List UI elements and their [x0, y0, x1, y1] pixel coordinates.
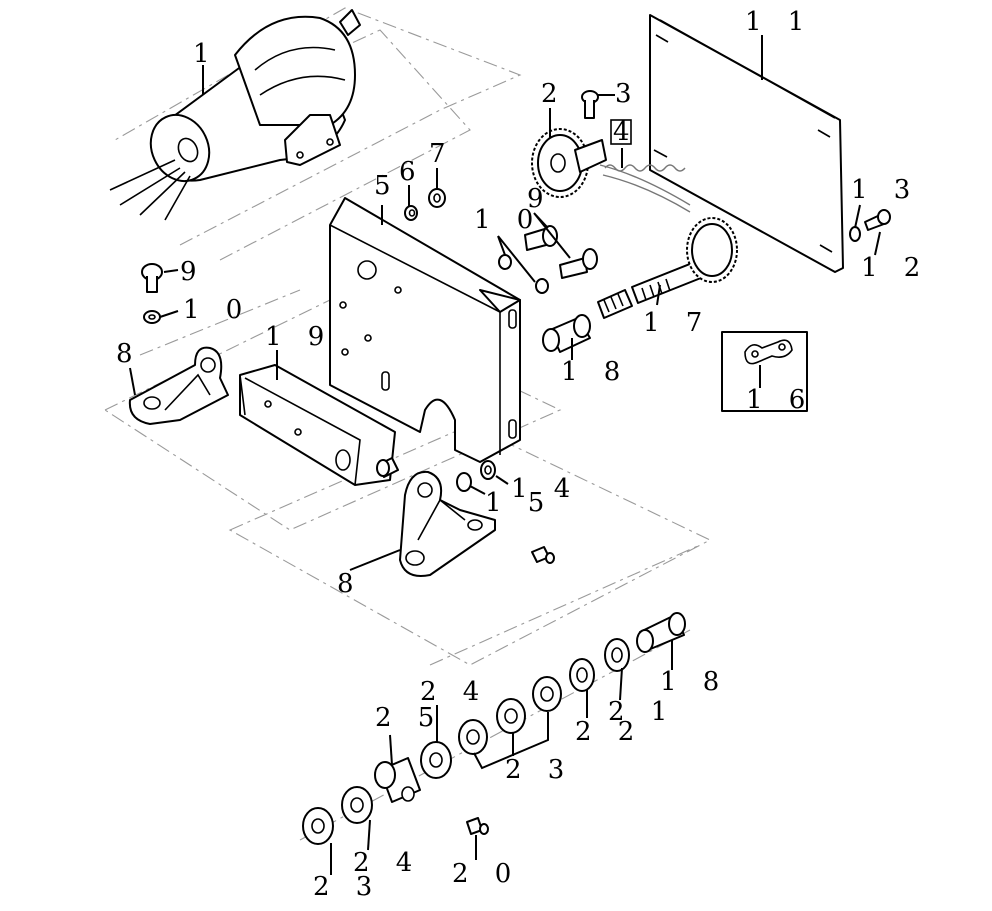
- bushing-part-18-lower: [636, 612, 686, 653]
- gear-part-2: [531, 128, 607, 198]
- callout-9-left: 9: [180, 257, 206, 287]
- washer-part-10-left: [143, 310, 161, 324]
- chain-link-inset-16: [721, 331, 808, 412]
- callout-9-upper: 9: [527, 184, 553, 214]
- grease-fitting-part-20: [466, 817, 489, 835]
- callout-18-upper: 1 8: [561, 357, 629, 387]
- callout-23-upper: 2 3: [505, 755, 573, 785]
- nut-part-23-c: [458, 719, 488, 755]
- callout-10-left: 1 0: [183, 295, 251, 325]
- callout-23-lower: 2 3: [313, 872, 381, 902]
- callout-21: 2 1: [608, 697, 676, 727]
- shaft-part-17: [597, 217, 738, 319]
- washer-part-22: [569, 658, 595, 692]
- callout-20: 2 0: [452, 859, 520, 889]
- bolt-part-3: [581, 90, 599, 119]
- callout-3: 3: [615, 79, 641, 109]
- washer-part-21: [604, 638, 630, 672]
- callout-10-upper: 1 0: [474, 205, 542, 235]
- callout-4-box: [610, 119, 632, 145]
- spacer-part-24-upper: [420, 741, 452, 779]
- sleeve-part-25: [374, 757, 421, 803]
- callout-11: 1 1: [745, 7, 813, 37]
- callout-25: 2 5: [375, 703, 443, 733]
- callout-17: 1 7: [643, 308, 711, 338]
- bracket-part-8-left: [128, 346, 229, 425]
- bracket-part-8-lower: [399, 470, 496, 577]
- motor-part-1: [109, 9, 361, 221]
- callout-18-lower: 1 8: [660, 667, 728, 697]
- bushing-part-18-upper: [542, 314, 591, 353]
- spacer-part-24-lower: [341, 786, 373, 824]
- washer-part-12: [849, 226, 861, 242]
- bolt-part-9-left: [141, 263, 163, 293]
- callout-4: 4: [613, 117, 639, 147]
- washer-part-15: [456, 472, 472, 492]
- callout-labels: 1 1 1 2 3 4 1 3 1 2 6 7 5 9 1 0 1 7 1 8 …: [116, 7, 929, 902]
- block-part-19: [239, 364, 399, 486]
- callout-24-lower: 2 4: [353, 848, 421, 878]
- cover-plate-part-11: [649, 14, 844, 273]
- callout-5: 5: [374, 171, 400, 201]
- callout-15: 1 5: [485, 488, 553, 518]
- callout-19: 1 9: [265, 322, 333, 352]
- callout-24-upper: 2 4: [420, 677, 488, 707]
- callout-12: 1 2: [861, 253, 929, 283]
- chain-part-4: [599, 164, 691, 213]
- nut-part-23-a: [532, 676, 562, 712]
- callout-8-lower: 8: [337, 569, 363, 599]
- callout-8-left: 8: [116, 339, 142, 369]
- bolt-part-13: [864, 209, 891, 231]
- bolts-part-9-upper: [524, 225, 598, 279]
- callout-14: 1 4: [511, 474, 579, 504]
- callout-6: 6: [399, 157, 425, 187]
- washer-part-14: [480, 460, 496, 480]
- callout-16: 1 6: [746, 385, 814, 415]
- callout-1: 1: [193, 39, 219, 69]
- nut-part-23-b: [496, 698, 526, 734]
- leader-lines: [129, 35, 881, 875]
- callout-13: 1 3: [851, 175, 919, 205]
- washer-part-6: [404, 205, 418, 221]
- callout-22: 2 2: [575, 717, 643, 747]
- callout-2: 2: [541, 79, 567, 109]
- nut-part-23-lower: [302, 807, 334, 845]
- callout-7: 7: [429, 139, 455, 169]
- nut-part-7: [428, 188, 446, 208]
- washers-part-10-upper: [498, 254, 549, 294]
- mounting-plate-part-5: [329, 197, 521, 463]
- grease-fitting-near-bracket: [531, 546, 555, 564]
